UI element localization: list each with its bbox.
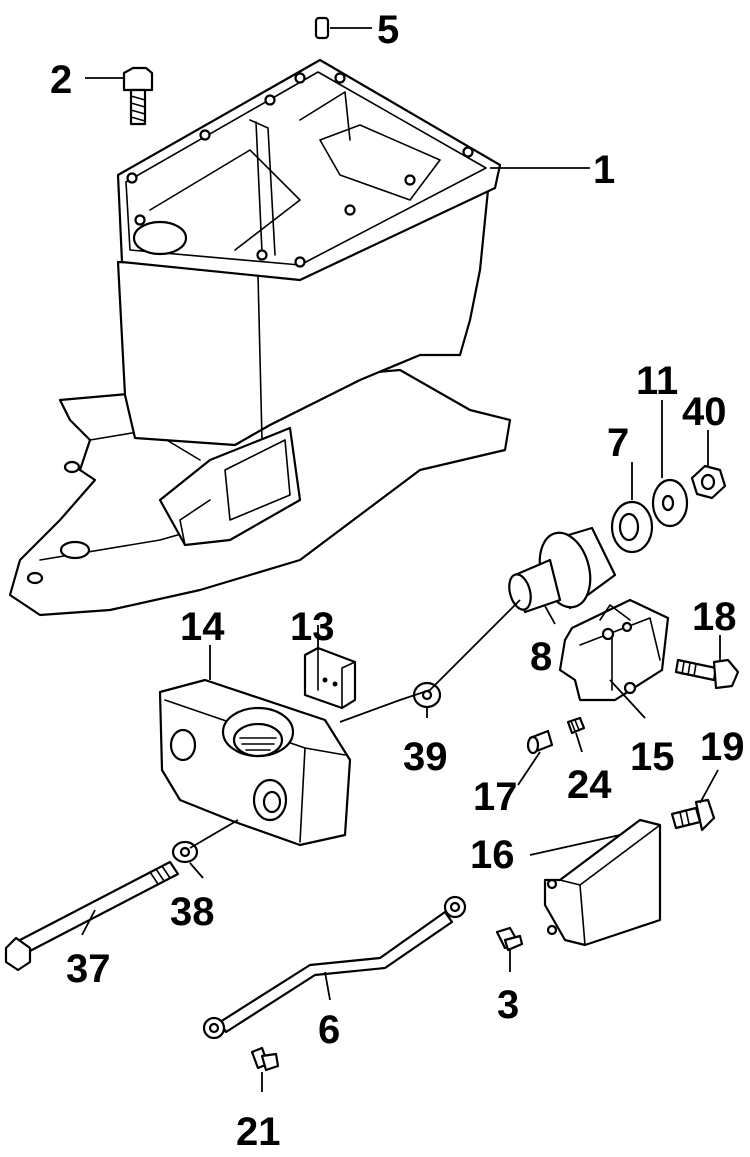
callout-14: 14	[180, 605, 225, 649]
callout-38: 38	[170, 890, 215, 934]
part-5-dowel-pin	[314, 16, 330, 40]
callout-24: 24	[567, 763, 612, 807]
part-17-screw	[526, 729, 554, 755]
callout-labels: 1 2 3 5 6 7 8 11 13 14 15 16 17 18 19 21…	[50, 8, 745, 1154]
callout-40: 40	[682, 390, 727, 434]
callout-5: 5	[377, 8, 399, 52]
callout-8: 8	[530, 635, 552, 679]
callout-19: 19	[700, 725, 745, 769]
leader-lines	[81, 27, 721, 1092]
part-16-cover	[543, 818, 662, 947]
part-1-driveshaft-housing	[8, 58, 512, 617]
part-21-screw	[250, 1046, 280, 1072]
part-11-flat-washer	[651, 478, 689, 528]
part-19-screw	[670, 798, 716, 832]
part-3-screw	[495, 926, 524, 952]
callout-11: 11	[636, 359, 678, 403]
callout-3: 3	[497, 983, 519, 1027]
callout-13: 13	[290, 605, 335, 649]
part-39-washer	[412, 681, 442, 709]
callout-2: 2	[50, 58, 72, 102]
part-15-mount-clamp	[558, 598, 670, 702]
callout-18: 18	[692, 595, 737, 639]
callout-39: 39	[403, 735, 448, 779]
callout-6: 6	[318, 1008, 340, 1052]
callout-17: 17	[473, 775, 518, 819]
callout-1: 1	[593, 148, 615, 192]
part-2-bolt	[122, 66, 154, 126]
callout-7: 7	[607, 421, 629, 465]
callout-15: 15	[630, 735, 675, 779]
callout-21: 21	[236, 1110, 281, 1154]
part-13-rubber-block	[303, 646, 357, 710]
part-14-swivel-bracket	[158, 678, 352, 847]
callout-16: 16	[470, 833, 515, 877]
part-8-mount-bushing	[508, 526, 617, 614]
part-18-bolt	[674, 658, 740, 690]
part-6-ground-strap	[202, 895, 467, 1040]
part-40-nut	[690, 464, 727, 500]
part-7-washer	[610, 500, 654, 554]
part-24-set-screw	[566, 716, 586, 735]
part-37-bolt	[4, 860, 180, 972]
callout-37: 37	[66, 947, 111, 991]
